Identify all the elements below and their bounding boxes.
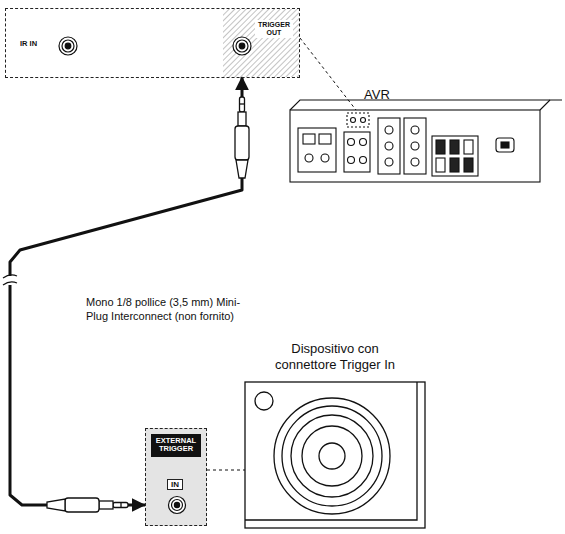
avr-jack bbox=[361, 118, 366, 123]
trigger-in-panel: EXTERNAL TRIGGER IN bbox=[145, 428, 207, 526]
woofer-surround bbox=[282, 406, 382, 506]
break-mark bbox=[3, 282, 17, 285]
plug-tip bbox=[113, 503, 128, 508]
avr-jack bbox=[385, 126, 393, 134]
device-label: AVR bbox=[364, 87, 390, 102]
terminal bbox=[450, 158, 459, 172]
woofer-surround bbox=[274, 398, 390, 514]
mini-panel-ground bbox=[145, 428, 207, 526]
strain-relief bbox=[47, 499, 65, 511]
leader-line bbox=[207, 470, 245, 471]
subwoofer bbox=[245, 382, 425, 528]
avr-unit: AVR bbox=[290, 110, 540, 182]
cabinet-edge bbox=[245, 382, 417, 520]
woofer-cone bbox=[291, 415, 373, 497]
plug-ring bbox=[120, 503, 121, 508]
avr-jack-block bbox=[344, 132, 370, 172]
terminal bbox=[436, 140, 445, 154]
trigger-highlight bbox=[347, 113, 369, 127]
avr-jack bbox=[385, 158, 393, 166]
jack-label: IR IN bbox=[20, 39, 37, 48]
avr-jack bbox=[411, 142, 419, 150]
port bbox=[255, 392, 273, 410]
trigger-out-jack bbox=[233, 37, 251, 55]
avr-jack bbox=[411, 126, 419, 134]
jack-label: IN bbox=[167, 479, 183, 490]
strain-relief bbox=[236, 160, 248, 178]
avr-body bbox=[290, 110, 540, 182]
avr-input-block bbox=[298, 128, 336, 172]
jack-ring bbox=[236, 40, 248, 52]
jack-ring bbox=[169, 497, 186, 514]
plug-ring bbox=[240, 103, 245, 104]
avr-jack-block bbox=[404, 118, 426, 174]
terminal bbox=[464, 140, 473, 154]
avr-rear-panel bbox=[290, 100, 562, 182]
avr-port bbox=[303, 134, 315, 144]
avr-jack-block bbox=[378, 118, 400, 174]
speaker-terminals bbox=[432, 136, 478, 176]
avr-jack bbox=[360, 139, 367, 146]
plug-sleeve bbox=[99, 501, 113, 509]
subwoofer-device: Dispositivo con connettore Trigger In bbox=[245, 382, 425, 528]
power-inlet bbox=[496, 138, 514, 152]
trigger-out-area: TRIGGER OUT bbox=[223, 9, 300, 77]
jack-ring bbox=[233, 37, 251, 55]
avr-jack bbox=[305, 154, 313, 162]
hatched-area bbox=[223, 9, 299, 77]
device-label: Dispositivo con connettore Trigger In bbox=[260, 341, 410, 372]
mini-plug-top bbox=[235, 97, 249, 178]
woofer-cone bbox=[302, 426, 362, 486]
avr-jack bbox=[411, 158, 419, 166]
avr-jack bbox=[351, 118, 356, 123]
plug-tip bbox=[240, 97, 245, 112]
plug-sleeve bbox=[238, 112, 246, 126]
avr-top-edge bbox=[290, 100, 562, 110]
subwoofer-cabinet bbox=[245, 382, 425, 528]
detail-panel: IR IN TRIGGER OUT bbox=[5, 8, 300, 78]
jack-label: TRIGGER OUT bbox=[255, 20, 293, 38]
terminal bbox=[436, 158, 445, 172]
jack-ring bbox=[172, 500, 183, 511]
avr-jack bbox=[385, 142, 393, 150]
jack-hole bbox=[174, 502, 179, 507]
avr-jack bbox=[348, 157, 355, 164]
plug-body bbox=[65, 498, 99, 512]
avr-port bbox=[319, 134, 331, 144]
avr-jack bbox=[321, 154, 329, 162]
jack-ring bbox=[59, 37, 77, 55]
panel-heading: EXTERNAL TRIGGER bbox=[151, 434, 201, 457]
terminal bbox=[450, 140, 459, 154]
cable-break bbox=[3, 275, 17, 285]
dust-cap bbox=[319, 443, 345, 469]
mini-plug-bottom bbox=[47, 498, 128, 512]
cable-label: Mono 1/8 pollice (3,5 mm) Mini-Plug Inte… bbox=[86, 296, 246, 324]
plug-body bbox=[235, 126, 249, 160]
break-mark bbox=[3, 275, 17, 278]
jack-ring bbox=[62, 40, 74, 52]
leader-line bbox=[300, 38, 356, 110]
mini-plug-cable bbox=[10, 77, 242, 505]
jack-hole bbox=[239, 43, 245, 49]
terminal bbox=[464, 158, 473, 172]
avr-jack bbox=[360, 157, 367, 164]
trigger-in-jack bbox=[169, 497, 186, 514]
avr-top-edge bbox=[540, 100, 550, 110]
power-inlet-pins bbox=[501, 142, 509, 148]
avr-jack bbox=[348, 139, 355, 146]
jack-hole bbox=[65, 43, 71, 49]
ir-in-jack bbox=[59, 37, 77, 55]
